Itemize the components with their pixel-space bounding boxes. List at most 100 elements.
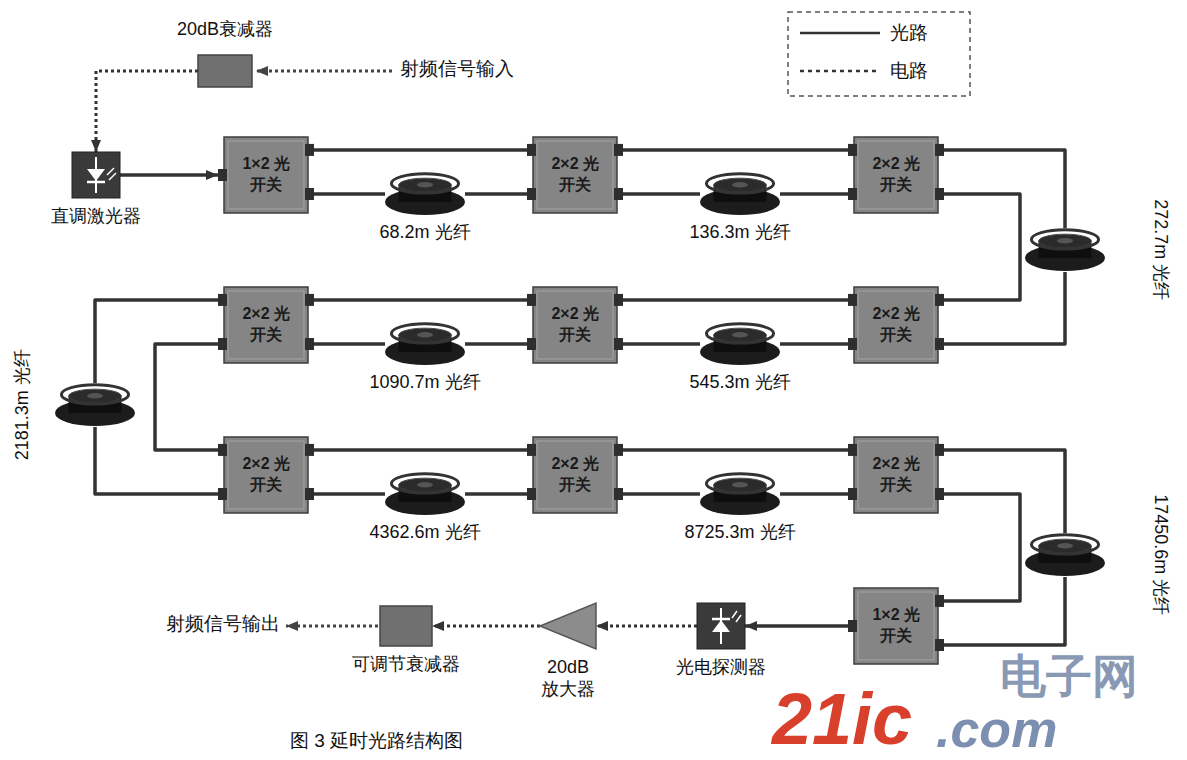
spool-flange-top xyxy=(706,174,773,193)
spool-hub xyxy=(417,182,433,187)
spool-flange-top xyxy=(706,324,773,343)
switch-body xyxy=(533,437,617,513)
fiber-spool-shape xyxy=(1025,533,1105,577)
fiber-spool: 1090.7m 光纤 xyxy=(385,322,465,366)
switch-label: 2×2 光开关 xyxy=(869,154,923,196)
optical-fiber xyxy=(314,148,527,152)
switch-body xyxy=(224,287,308,363)
diode-bar xyxy=(712,618,730,621)
switch-port xyxy=(935,595,944,607)
component-label: 可调节衰减器 xyxy=(352,654,460,676)
switch-label: 2×2 光开关 xyxy=(548,154,602,196)
switch-port xyxy=(935,338,944,350)
optical-fiber xyxy=(314,492,385,496)
switch-port xyxy=(614,188,623,200)
optical-switch-shape xyxy=(848,287,944,363)
switch-port xyxy=(218,338,227,350)
attenuator-box: 可调节衰减器 xyxy=(380,606,432,646)
switch-face xyxy=(858,291,934,359)
switch-label: 2×2 光开关 xyxy=(548,304,602,346)
switch-face xyxy=(858,592,934,660)
fiber-length-label: 17450.6m 光纤 xyxy=(1149,494,1171,615)
fiber-spool-shape xyxy=(700,472,780,516)
optical-fiber xyxy=(623,342,700,346)
attenuator-box-shape xyxy=(380,606,432,646)
switch-port xyxy=(305,294,314,306)
fiber-length-label: 68.2m 光纤 xyxy=(380,222,471,244)
spool-flange-top xyxy=(391,174,458,193)
switch-port xyxy=(305,144,314,156)
figure-caption: 图 3 延时光路结构图 xyxy=(290,728,463,754)
legend: 光路电路 xyxy=(800,20,928,96)
spool-flange-top xyxy=(61,385,128,404)
switch-port xyxy=(218,444,227,456)
optical-fiber xyxy=(314,342,385,346)
fiber-length-label: 1090.7m 光纤 xyxy=(370,372,481,394)
legend-line xyxy=(800,32,880,35)
optical-fiber xyxy=(623,448,848,452)
optical-switch: 1×2 光开关 xyxy=(848,588,944,664)
watermark: 21ic xyxy=(772,682,912,758)
optical-fiber xyxy=(944,150,1065,228)
optical-fiber xyxy=(120,173,218,177)
fiber-length-label: 4362.6m 光纤 xyxy=(370,522,481,544)
optical-switch-shape xyxy=(218,137,314,213)
optical-fiber xyxy=(944,194,1020,300)
switch-port xyxy=(527,338,536,350)
optical-switch-shape xyxy=(848,437,944,513)
switch-face xyxy=(858,441,934,509)
switch-port xyxy=(935,188,944,200)
fiber-length-label: 136.3m 光纤 xyxy=(690,222,791,244)
spool-hub xyxy=(1057,543,1073,548)
switch-port xyxy=(614,488,623,500)
optical-switch: 2×2 光开关 xyxy=(848,137,944,213)
fiber-spool: 8725.3m 光纤 xyxy=(700,472,780,516)
optical-switch-shape xyxy=(527,437,623,513)
optical-fiber xyxy=(623,192,700,196)
optical-fiber xyxy=(465,192,527,196)
switch-port xyxy=(848,144,857,156)
switch-body xyxy=(854,437,938,513)
switch-body xyxy=(533,137,617,213)
output-label: 射频信号输出 xyxy=(166,614,280,634)
fiber-spool: 545.3m 光纤 xyxy=(700,322,780,366)
legend-item: 电路 xyxy=(800,58,928,84)
photodetector-shape xyxy=(697,603,745,649)
switch-label: 2×2 光开关 xyxy=(869,304,923,346)
switch-label: 2×2 光开关 xyxy=(239,304,293,346)
diode-housing xyxy=(72,152,120,198)
switch-port xyxy=(305,188,314,200)
fiber-spool: 68.2m 光纤 xyxy=(385,172,465,216)
fiber-spool: 4362.6m 光纤 xyxy=(385,472,465,516)
diode-bar xyxy=(87,181,105,184)
legend-line xyxy=(800,70,880,73)
legend-line-sample xyxy=(800,27,880,39)
spool-hub xyxy=(732,482,748,487)
optical-fiber xyxy=(465,342,527,346)
fiber-length-label: 545.3m 光纤 xyxy=(690,372,791,394)
fiber-length-label: 2181.3m 光纤 xyxy=(11,349,33,460)
legend-item: 光路 xyxy=(800,20,928,46)
amplifier-triangle-shape xyxy=(540,603,596,649)
attenuator-box: 20dB衰减器 xyxy=(198,55,252,87)
optical-fiber xyxy=(623,148,848,152)
switch-port xyxy=(848,444,857,456)
legend-line-sample xyxy=(800,65,880,77)
switch-port xyxy=(614,144,623,156)
switch-port xyxy=(527,294,536,306)
diode-housing xyxy=(697,603,745,649)
spool-flange-top xyxy=(391,474,458,493)
optical-switch: 2×2 光开关 xyxy=(527,437,623,513)
switch-port xyxy=(305,444,314,456)
spool-flange-top xyxy=(706,474,773,493)
switch-port xyxy=(614,294,623,306)
legend-text: 光路 xyxy=(890,20,928,46)
fiber-spool-shape xyxy=(385,472,465,516)
switch-label: 1×2 光开关 xyxy=(869,605,923,647)
optical-fiber xyxy=(314,192,385,196)
fiber-spool-shape xyxy=(385,172,465,216)
spool-flange-top xyxy=(1031,535,1098,554)
laser-source: 直调激光器 xyxy=(72,152,120,198)
